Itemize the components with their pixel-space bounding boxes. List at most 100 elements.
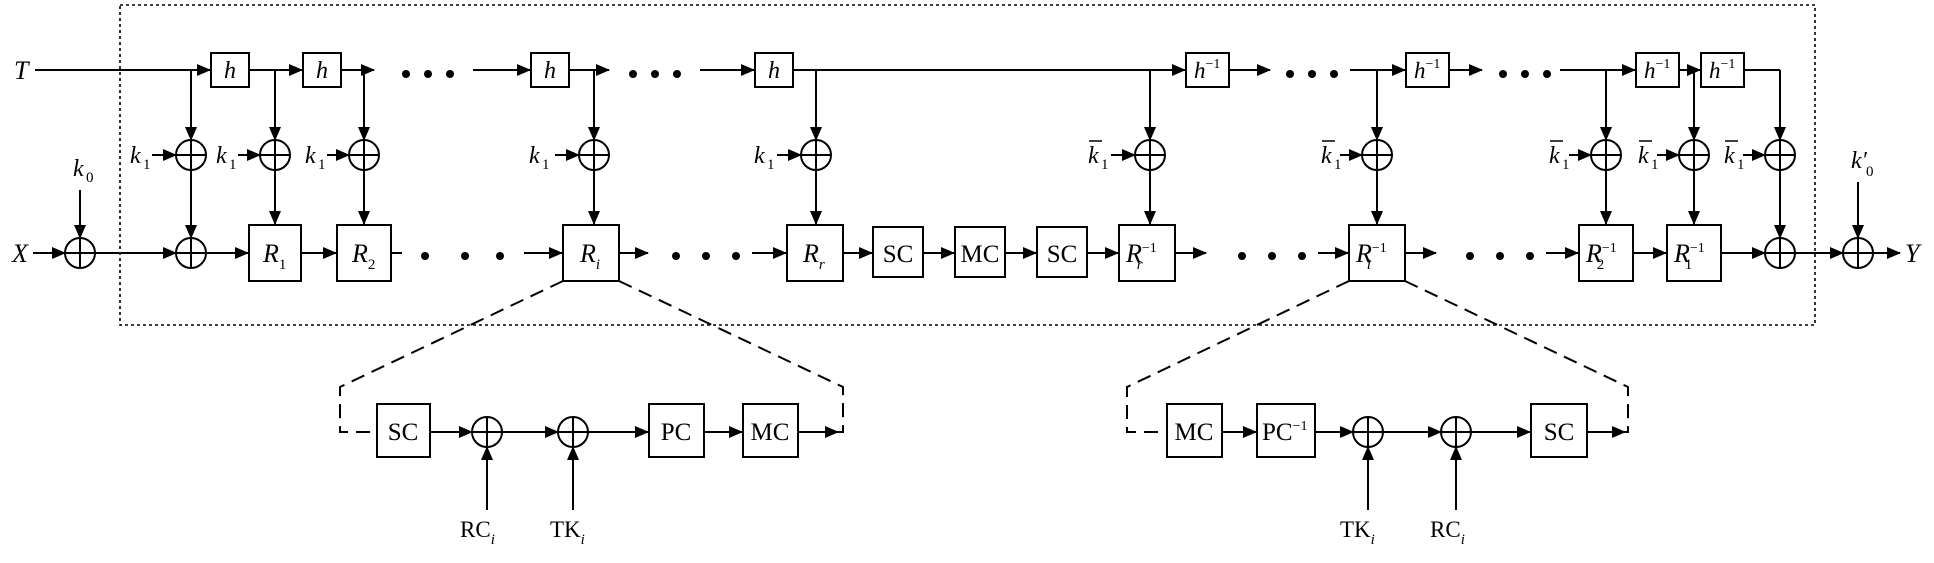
svg-text:0: 0 — [1866, 164, 1874, 180]
tweak-ellipsis — [402, 70, 1551, 78]
svg-text:h: h — [544, 58, 556, 84]
round-box-Rr: Rr — [786, 224, 844, 282]
svg-text:h−1: h−1 — [1414, 57, 1440, 83]
svg-text:0: 0 — [86, 170, 94, 186]
svg-text:h−1: h−1 — [1644, 57, 1670, 83]
svg-text:k: k — [216, 143, 227, 169]
xor-k1-2 — [348, 139, 380, 171]
xor-k0 — [64, 237, 96, 269]
svg-text:k: k — [1724, 143, 1735, 169]
cipher-frame — [119, 4, 1816, 326]
svg-text:X: X — [11, 239, 29, 268]
h-inv-box-i: h−1 — [1405, 52, 1450, 88]
svg-text:TKi: TKi — [550, 517, 585, 548]
svg-text:k: k — [130, 143, 141, 169]
svg-text:1: 1 — [1562, 157, 1570, 173]
h-box-i: h — [530, 52, 570, 88]
svg-text:R1: R1 — [262, 239, 286, 273]
xor-k1-0 — [175, 139, 207, 171]
fwd-mc: MC — [742, 403, 799, 458]
svg-text:h: h — [316, 58, 328, 84]
inverse-round-detail: MC PC−1 SC TKi RCi — [1166, 403, 1626, 548]
fwd-pc: PC — [648, 403, 705, 458]
svg-text:k: k — [754, 143, 765, 169]
svg-text:k: k — [1638, 143, 1649, 169]
xor-k1bar-out — [1764, 139, 1796, 171]
svg-text:k: k — [1088, 143, 1099, 169]
svg-text:SC: SC — [1544, 419, 1575, 446]
round-box-Ri: Ri — [562, 224, 620, 282]
svg-text:PC: PC — [661, 419, 692, 446]
svg-text:PC−1: PC−1 — [1262, 419, 1308, 446]
svg-text:R2: R2 — [351, 239, 375, 273]
h-box-r: h — [754, 52, 794, 88]
xor-k0-prime — [1842, 237, 1874, 269]
xor-state-out — [1764, 237, 1796, 269]
xor-k1bar-2 — [1590, 139, 1622, 171]
round-box-R1: R1 — [248, 224, 302, 282]
fwd-sc: SC — [376, 403, 431, 458]
h-inv-box-2: h−1 — [1635, 52, 1680, 88]
svg-text:1: 1 — [318, 157, 326, 173]
inv-sc: SC — [1530, 403, 1588, 458]
h-box-1: h — [210, 52, 250, 88]
svg-text:1: 1 — [1737, 157, 1745, 173]
svg-text:RCi: RCi — [460, 517, 495, 548]
expansion-lines — [339, 280, 1629, 433]
svg-text:h−1: h−1 — [1194, 57, 1220, 83]
middle-sc-1: SC — [872, 226, 924, 278]
svg-text:MC: MC — [1175, 419, 1214, 446]
svg-text:1: 1 — [1334, 157, 1342, 173]
k0-prime-label: k′0 — [1851, 148, 1874, 180]
inv-tk-label: TKi — [1340, 517, 1375, 548]
svg-text:1: 1 — [767, 157, 775, 173]
svg-text:k: k — [305, 143, 316, 169]
inv-pc-inv: PC−1 — [1256, 403, 1316, 458]
xor-k1-i — [578, 139, 610, 171]
svg-text:h: h — [768, 58, 780, 84]
svg-text:Y: Y — [1905, 239, 1922, 268]
svg-text:k: k — [1549, 143, 1560, 169]
svg-text:1: 1 — [143, 157, 151, 173]
svg-text:T: T — [14, 56, 30, 85]
svg-text:MC: MC — [751, 419, 790, 446]
fwd-rc-label: RCi — [460, 517, 495, 548]
middle-mc: MC — [954, 226, 1006, 278]
plaintext-label: X — [11, 239, 29, 268]
tweak-label: T — [14, 56, 30, 85]
svg-text:R−1r: R−1r — [1125, 239, 1157, 273]
svg-text:MC: MC — [961, 241, 1000, 268]
svg-text:k′: k′ — [1851, 148, 1868, 174]
h-box-2: h — [302, 52, 342, 88]
svg-text:k: k — [1321, 143, 1332, 169]
xor-state-0 — [175, 237, 207, 269]
svg-text:1: 1 — [1101, 157, 1109, 173]
fwd-xor-rc — [471, 416, 503, 448]
xor-k1-1 — [259, 139, 291, 171]
round-box-R2: R2 — [336, 224, 392, 282]
key-drops — [185, 170, 1786, 239]
svg-text:k: k — [529, 143, 540, 169]
svg-text:SC: SC — [1047, 241, 1078, 268]
middle-sc-2: SC — [1036, 226, 1088, 278]
svg-text:Ri: Ri — [579, 239, 600, 273]
inv-mc: MC — [1166, 403, 1223, 458]
svg-text:h: h — [224, 58, 236, 84]
svg-text:1: 1 — [1651, 157, 1659, 173]
svg-text:k: k — [73, 156, 84, 182]
